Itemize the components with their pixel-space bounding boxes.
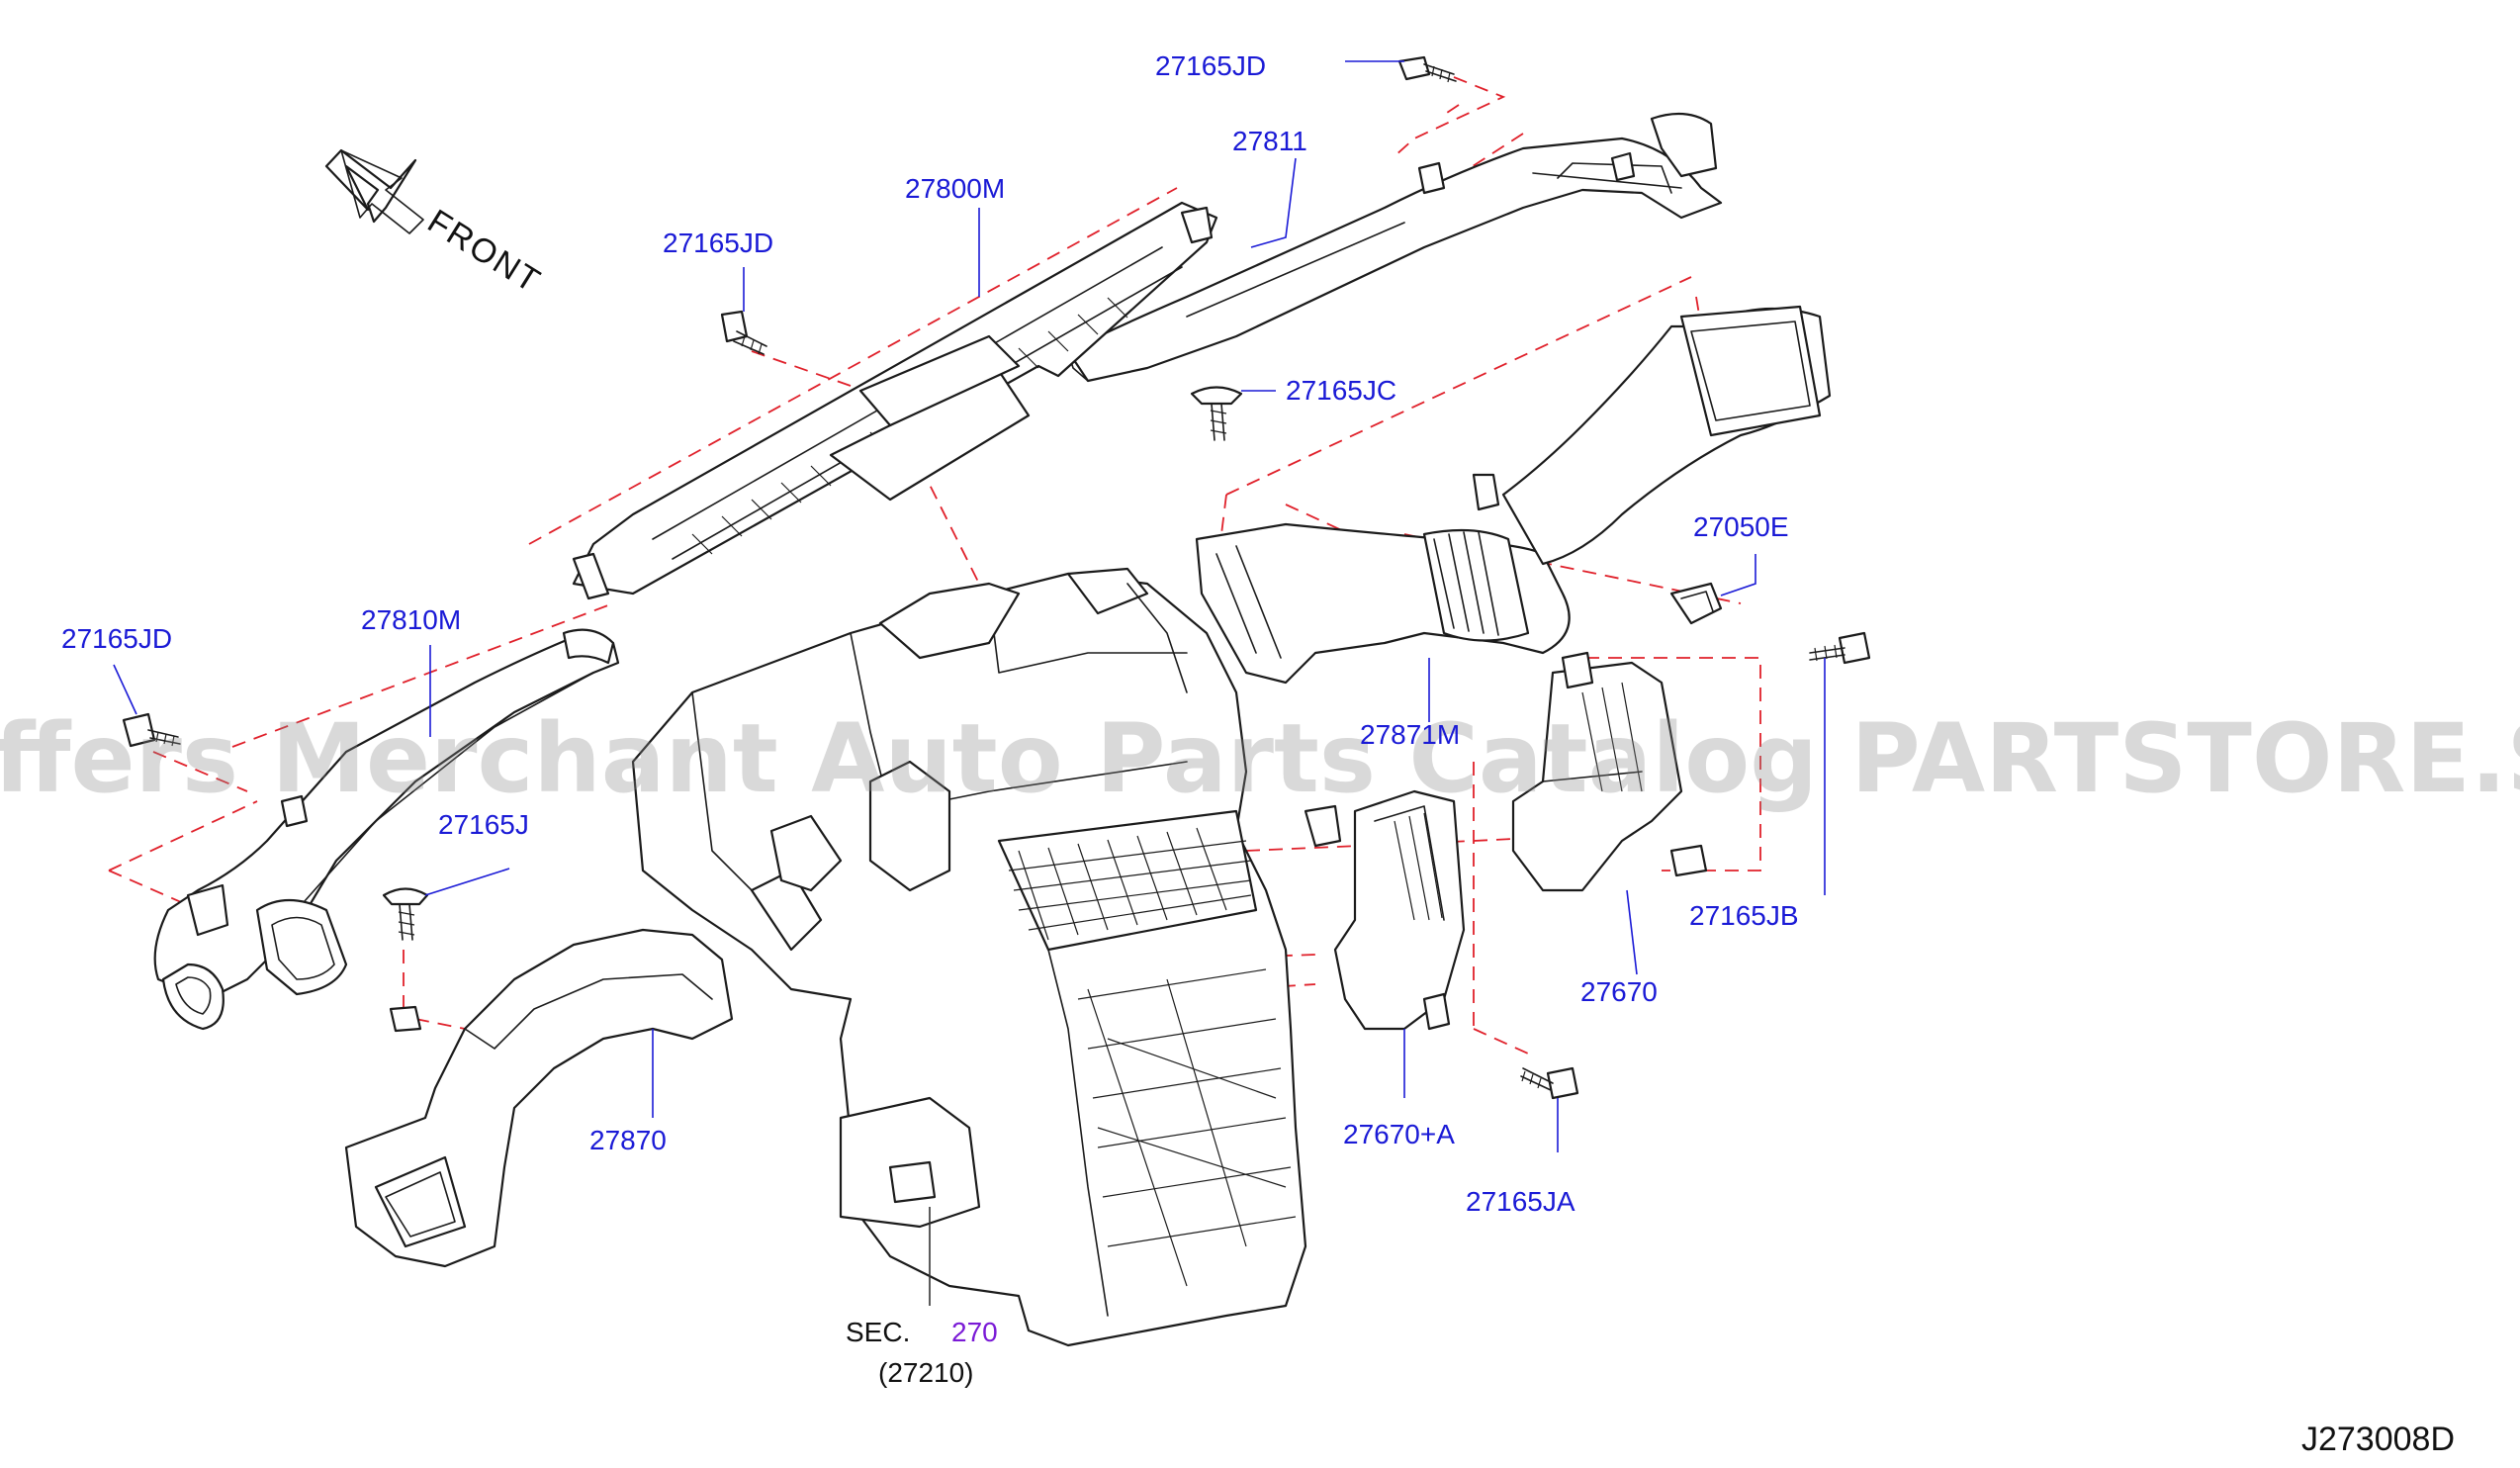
part-label-27670A: 27670+A [1343,1119,1455,1149]
part-label-27165J: 27165J [438,809,529,840]
part-label-27165JD-mid: 27165JD [663,228,773,258]
part-callouts: 27165JD 27811 27800M 27165JD 27165JC 270… [61,50,1799,1217]
part-label-27800M: 27800M [905,173,1005,204]
grille-27800M [572,201,1218,600]
part-label-27810M: 27810M [361,604,461,635]
bolt-icon [1397,55,1457,83]
register-27670A [1304,789,1466,1031]
front-label: FRONT [421,203,548,302]
bolt-icon [1520,1066,1579,1100]
duct-27871M [1195,305,1832,685]
leader-lines [113,60,1826,1306]
section-number-link[interactable]: 270 [951,1317,998,1347]
part-label-27871M: 27871M [1360,719,1460,750]
screw-icon [1190,386,1243,441]
part-label-27050E: 27050E [1693,511,1789,542]
duct-27810M [153,628,620,1031]
duct-27870 [344,928,734,1268]
section-subpart: (27210) [878,1357,974,1388]
part-label-27811: 27811 [1232,126,1307,156]
bolt-icon [1809,631,1871,665]
part-label-27670: 27670 [1580,976,1658,1007]
screw-icon [382,887,429,941]
part-label-27165JC: 27165JC [1286,375,1396,406]
register-27670 [1511,651,1708,892]
drawing-id: J273008D [2301,1421,2455,1458]
part-label-27870: 27870 [589,1125,667,1155]
front-arrow-icon: FRONT [324,148,548,302]
part-label-27165JD-top: 27165JD [1155,50,1266,81]
duct-27811 [1066,112,1723,383]
bolt-icon [720,310,767,355]
bolt-icon [122,712,181,748]
clip-icon [1669,582,1723,625]
section-prefix: SEC. [846,1317,910,1347]
heater-unit [631,567,1307,1347]
part-label-27165JD-left: 27165JD [61,623,172,654]
section-reference: SEC. 270 (27210) [846,1317,998,1388]
part-label-27165JB: 27165JB [1689,900,1799,931]
watermark: Offers Merchant Auto Parts Catalog PARTS… [0,703,2520,814]
part-label-27165JA: 27165JA [1466,1186,1575,1217]
